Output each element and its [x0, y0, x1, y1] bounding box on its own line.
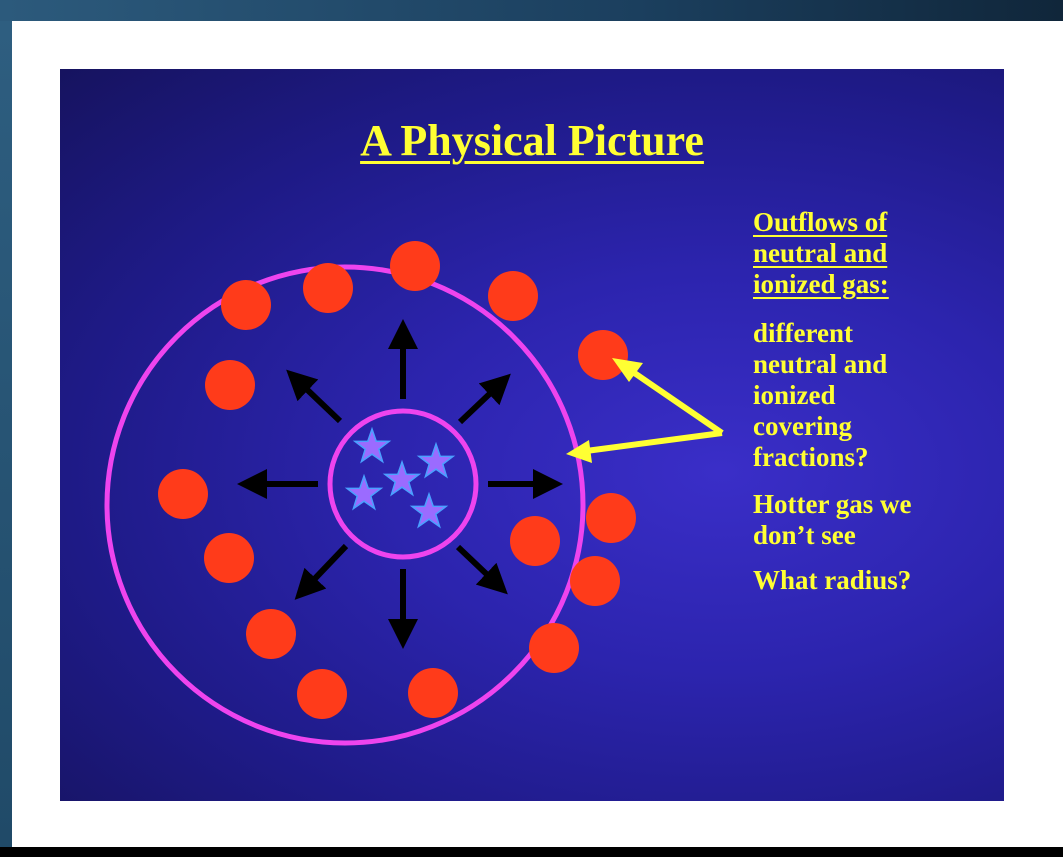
- gas-clouds: [158, 241, 636, 719]
- notes-line: fractions?: [753, 442, 869, 472]
- gas-cloud: [529, 623, 579, 673]
- notes-question-hotter-gas: Hotter gas we don’t see: [753, 489, 1003, 551]
- pointer-arrow-line-upper: [628, 367, 724, 436]
- gas-cloud: [246, 609, 296, 659]
- gas-cloud: [205, 360, 255, 410]
- star-icon: [416, 441, 456, 479]
- gas-cloud: [204, 533, 254, 583]
- notes-heading-line: neutral and: [753, 238, 888, 268]
- gas-cloud: [570, 556, 620, 606]
- window-top-bar: [0, 0, 1063, 21]
- gas-cloud: [578, 330, 628, 380]
- outflow-arrow-up-left: [286, 369, 343, 424]
- gas-cloud: [586, 493, 636, 543]
- notes-heading: Outflows of neutral and ionized gas:: [753, 207, 1003, 300]
- notes-line: covering: [753, 411, 852, 441]
- outflow-diagram: [104, 241, 724, 746]
- inner-core-ring: [327, 408, 479, 560]
- star-icon: [352, 426, 392, 464]
- slide-title: A Physical Picture: [360, 116, 704, 165]
- outer-halo-ring: [104, 264, 586, 746]
- slide-notes: Outflows of neutral and ionized gas: dif…: [753, 207, 1003, 596]
- outflow-arrow-down-right: [455, 544, 508, 595]
- outflow-arrows: [237, 319, 563, 649]
- notes-line: ionized: [753, 380, 836, 410]
- gas-cloud: [158, 469, 208, 519]
- gas-cloud: [510, 516, 560, 566]
- pointer-arrows: [566, 358, 724, 463]
- star-icon: [382, 459, 422, 497]
- gas-cloud: [390, 241, 440, 291]
- gas-cloud: [221, 280, 271, 330]
- notes-line: Hotter gas we: [753, 489, 912, 519]
- outflow-arrow-down-left: [294, 543, 349, 600]
- gas-cloud: [303, 263, 353, 313]
- notes-line: different: [753, 318, 853, 348]
- slide: A Physical Picture: [60, 69, 1004, 801]
- window-left-edge: [0, 21, 12, 847]
- star-icon: [344, 473, 384, 511]
- pointer-arrow-line-lower: [585, 430, 723, 454]
- gas-cloud: [297, 669, 347, 719]
- notes-heading-line: Outflows of: [753, 207, 888, 237]
- gas-cloud: [408, 668, 458, 718]
- notes-line: don’t see: [753, 520, 856, 550]
- outflow-arrow-up-right: [457, 373, 511, 425]
- notes-question-covering-fractions: different neutral and ionized covering f…: [753, 318, 1003, 473]
- star-icon: [409, 491, 449, 529]
- window-bottom-bar: [0, 847, 1063, 857]
- notes-question-radius: What radius?: [753, 565, 912, 595]
- notes-heading-line: ionized gas:: [753, 269, 889, 299]
- gas-cloud: [488, 271, 538, 321]
- notes-line: neutral and: [753, 349, 888, 379]
- pointer-arrowhead-upper: [612, 358, 643, 382]
- star-cluster: [344, 426, 456, 529]
- pointer-arrowhead-lower: [566, 440, 592, 463]
